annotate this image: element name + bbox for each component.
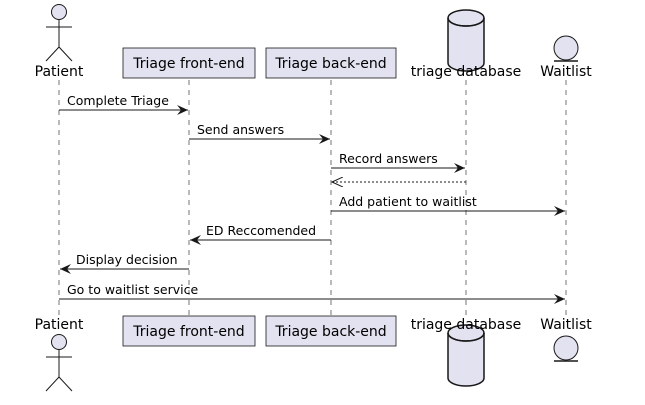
message: Complete Triage	[59, 93, 188, 115]
actor-icon	[45, 334, 73, 392]
participants-top: Patient Triage front-end Triage back-end tr…	[35, 4, 592, 80]
participant-label: triage database	[411, 64, 522, 80]
participant-database-top: triage database	[411, 9, 522, 80]
participant-label: Triage front-end	[132, 56, 244, 72]
participant-frontend-bottom: Triage front-end	[122, 315, 256, 347]
database-icon	[447, 324, 485, 387]
message-label: Add patient to waitlist	[339, 194, 477, 209]
participant-waitlist-top: Waitlist	[540, 35, 592, 80]
participant-backend-bottom: Triage back-end	[265, 315, 397, 347]
participant-label: Patient	[35, 64, 84, 80]
message: Record answers	[331, 151, 465, 173]
participant-box	[265, 47, 397, 79]
message: ED Reccomended	[190, 223, 331, 245]
participant-label: Triage front-end	[132, 324, 244, 340]
message: Display decision	[60, 252, 189, 274]
actor-icon	[45, 4, 73, 62]
participant-label: triage database	[411, 317, 522, 333]
entity-icon	[553, 335, 579, 362]
message: Go to waitlist service	[59, 282, 565, 304]
entity-icon	[553, 35, 579, 62]
participant-patient-top: Patient	[35, 4, 84, 80]
participant-label: Triage back-end	[274, 324, 386, 340]
participant-box	[122, 47, 256, 79]
message-label: Send answers	[197, 122, 284, 137]
message-label: Record answers	[339, 151, 438, 166]
participants-bottom: Patient Triage front-end Triage back-end tr…	[35, 315, 592, 392]
participant-box	[265, 315, 397, 347]
participant-frontend-top: Triage front-end	[122, 47, 256, 79]
message: Add patient to waitlist	[331, 194, 565, 216]
message: Send answers	[189, 122, 330, 144]
participant-patient-bottom: Patient	[35, 317, 84, 392]
message-label: Go to waitlist service	[67, 282, 199, 297]
participant-label: Patient	[35, 317, 84, 333]
participant-waitlist-bottom: Waitlist	[540, 317, 592, 362]
message-label: Complete Triage	[67, 93, 169, 108]
message-label: ED Reccomended	[206, 223, 316, 238]
participant-database-bottom: triage database	[411, 317, 522, 387]
participant-label: Waitlist	[540, 317, 592, 333]
participant-label: Triage back-end	[274, 56, 386, 72]
message-label: Display decision	[76, 252, 178, 267]
database-icon	[447, 9, 485, 72]
participant-backend-top: Triage back-end	[265, 47, 397, 79]
participant-label: Waitlist	[540, 64, 592, 80]
participant-box	[122, 315, 256, 347]
